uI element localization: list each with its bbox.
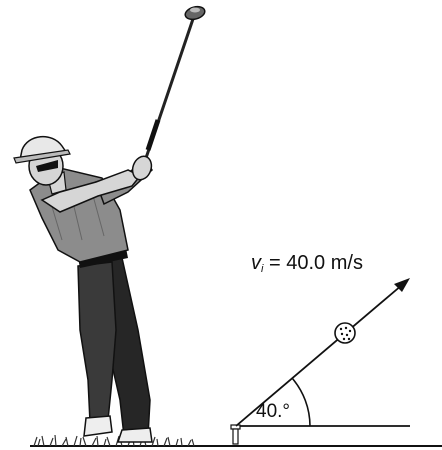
golfer-illustration (13, 5, 206, 443)
golfer-shoe-front (83, 415, 113, 437)
golfer-shoe-back (116, 427, 153, 443)
velocity-arrow (235, 284, 403, 427)
golfer-front-leg (77, 261, 117, 423)
velocity-value: = 40.0 m/s (263, 252, 363, 274)
golfer-sunglasses (36, 160, 58, 172)
velocity-arrowhead (394, 278, 410, 292)
velocity-subscript: i (261, 263, 264, 275)
velocity-symbol: v (251, 252, 261, 274)
golf-tee (230, 424, 241, 445)
grass-tufts (33, 434, 195, 447)
golfer-hands (131, 155, 153, 181)
initial-velocity-label: vi = 40.0 m/s (251, 253, 363, 279)
golf-ball-icon (334, 322, 356, 344)
golf-club-head (184, 5, 206, 21)
launch-angle-label: 40.° (256, 401, 291, 422)
angle-arc (291, 377, 311, 427)
